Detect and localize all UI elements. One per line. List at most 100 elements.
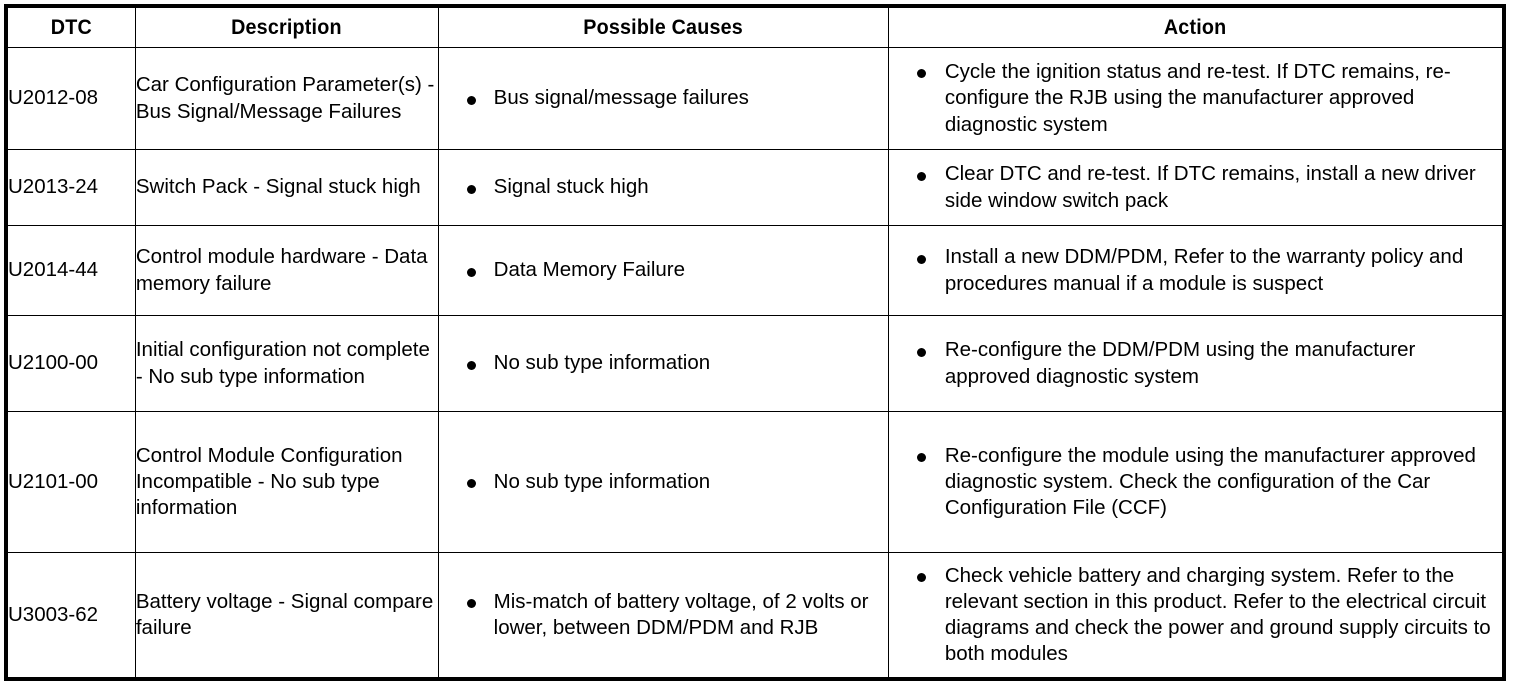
cell-dtc: U2101-00 [5, 411, 136, 553]
possible-causes-list: Data Memory Failure [439, 257, 888, 283]
action-list: Re-configure the DDM/PDM using the manuf… [889, 337, 1502, 389]
cell-action: Install a new DDM/PDM, Refer to the warr… [887, 225, 1505, 316]
column-header-action-label: Action [1164, 16, 1227, 39]
cell-possible-causes: Signal stuck high [437, 149, 889, 226]
description-text: Car Configuration Parameter(s) - Bus Sig… [135, 73, 435, 123]
list-item: Install a new DDM/PDM, Refer to the warr… [889, 244, 1502, 296]
table-header-row: DTC Description Possible Causes Action [6, 5, 1504, 48]
dtc-code: U2100-00 [8, 351, 99, 375]
action-text: Cycle the ignition status and re-test. I… [944, 60, 1451, 136]
cell-dtc: U2100-00 [5, 315, 136, 412]
action-list: Re-configure the module using the manufa… [889, 443, 1502, 522]
bullet-dot-icon [466, 360, 476, 370]
column-header-dtc: DTC [9, 5, 132, 48]
bullet-dot-icon [916, 572, 926, 582]
list-item: Re-configure the DDM/PDM using the manuf… [889, 337, 1502, 389]
dtc-diagnostics-table: DTC Description Possible Causes Action U… [4, 4, 1506, 681]
cell-dtc: U2013-24 [5, 149, 136, 226]
bullet-dot-icon [916, 69, 926, 79]
table-row: U2100-00 Initial configuration not compl… [5, 315, 1505, 412]
cell-possible-causes: Mis-match of battery voltage, of 2 volts… [437, 552, 889, 680]
dtc-code: U2012-08 [8, 86, 99, 110]
action-text: Re-configure the DDM/PDM using the manuf… [944, 338, 1416, 388]
possible-causes-list: Mis-match of battery voltage, of 2 volts… [439, 589, 888, 641]
action-list: Check vehicle battery and charging syste… [889, 563, 1502, 668]
bullet-dot-icon [916, 171, 926, 181]
possible-cause-text: Signal stuck high [493, 175, 649, 199]
cell-possible-causes: No sub type information [437, 411, 889, 553]
cell-action: Check vehicle battery and charging syste… [887, 552, 1505, 680]
cell-possible-causes: Data Memory Failure [437, 225, 889, 316]
bullet-dot-icon [466, 479, 476, 489]
action-list: Cycle the ignition status and re-test. I… [889, 59, 1502, 138]
bullet-dot-icon [916, 347, 926, 357]
table-row: U2014-44 Control module hardware - Data … [5, 225, 1505, 316]
cell-dtc: U2012-08 [5, 47, 136, 150]
action-list: Clear DTC and re-test. If DTC remains, i… [889, 161, 1502, 213]
cell-description: Control module hardware - Data memory fa… [134, 225, 439, 316]
bullet-dot-icon [466, 599, 476, 609]
cell-possible-causes: Bus signal/message failures [437, 47, 889, 150]
action-text: Check vehicle battery and charging syste… [944, 563, 1491, 666]
dtc-code: U2014-44 [8, 258, 99, 282]
table-row: U2012-08 Car Configuration Parameter(s) … [5, 47, 1505, 150]
description-text: Initial configuration not complete - No … [135, 338, 430, 388]
table-row: U3003-62 Battery voltage - Signal compar… [5, 552, 1505, 680]
list-item: Clear DTC and re-test. If DTC remains, i… [889, 161, 1502, 213]
description-text: Switch Pack - Signal stuck high [135, 175, 421, 199]
column-header-dtc-label: DTC [50, 16, 92, 39]
column-header-action: Action [906, 5, 1486, 48]
cell-description: Control Module Configuration Incompatibl… [134, 411, 439, 553]
dtc-code: U2013-24 [8, 175, 99, 199]
list-item: No sub type information [439, 469, 888, 495]
cell-action: Re-configure the DDM/PDM using the manuf… [887, 315, 1505, 412]
table-header: DTC Description Possible Causes Action [6, 5, 1504, 48]
possible-cause-text: Mis-match of battery voltage, of 2 volts… [493, 589, 869, 639]
possible-cause-text: No sub type information [493, 351, 711, 375]
cell-description: Initial configuration not complete - No … [134, 315, 439, 412]
dtc-code: U2101-00 [8, 469, 99, 493]
cell-dtc: U3003-62 [5, 552, 136, 680]
bullet-dot-icon [916, 254, 926, 264]
description-text: Battery voltage - Signal compare failure [135, 589, 434, 639]
cell-action: Cycle the ignition status and re-test. I… [887, 47, 1505, 150]
action-text: Re-configure the module using the manufa… [944, 443, 1476, 520]
list-item: Re-configure the module using the manufa… [889, 443, 1502, 522]
action-text: Clear DTC and re-test. If DTC remains, i… [944, 162, 1476, 212]
possible-cause-text: No sub type information [493, 469, 711, 493]
bullet-dot-icon [466, 184, 476, 194]
possible-causes-list: No sub type information [439, 350, 888, 376]
action-text: Install a new DDM/PDM, Refer to the warr… [944, 245, 1464, 295]
cell-action: Re-configure the module using the manufa… [887, 411, 1505, 553]
list-item: Signal stuck high [439, 174, 888, 200]
possible-causes-list: Bus signal/message failures [439, 85, 888, 111]
action-list: Install a new DDM/PDM, Refer to the warr… [889, 244, 1502, 296]
description-text: Control module hardware - Data memory fa… [135, 245, 428, 295]
cell-action: Clear DTC and re-test. If DTC remains, i… [887, 149, 1505, 226]
list-item: Data Memory Failure [439, 257, 888, 283]
cell-description: Battery voltage - Signal compare failure [134, 552, 439, 680]
column-header-description-label: Description [231, 16, 343, 39]
list-item: Bus signal/message failures [439, 85, 888, 111]
table-body: U2012-08 Car Configuration Parameter(s) … [5, 47, 1505, 680]
bullet-dot-icon [466, 95, 476, 105]
possible-cause-text: Bus signal/message failures [493, 86, 749, 110]
cell-description: Car Configuration Parameter(s) - Bus Sig… [134, 47, 439, 150]
cell-description: Switch Pack - Signal stuck high [134, 149, 439, 226]
list-item: Cycle the ignition status and re-test. I… [889, 59, 1502, 138]
possible-causes-list: No sub type information [439, 469, 888, 495]
bullet-dot-icon [466, 267, 476, 277]
bullet-dot-icon [916, 452, 926, 462]
list-item: Mis-match of battery voltage, of 2 volts… [439, 589, 888, 641]
list-item: Check vehicle battery and charging syste… [889, 563, 1502, 668]
possible-cause-text: Data Memory Failure [493, 258, 686, 282]
dtc-code: U3003-62 [8, 602, 99, 626]
column-header-possible-causes: Possible Causes [451, 5, 876, 48]
possible-causes-list: Signal stuck high [439, 174, 888, 200]
table-row: U2101-00 Control Module Configuration In… [5, 411, 1505, 553]
list-item: No sub type information [439, 350, 888, 376]
cell-dtc: U2014-44 [5, 225, 136, 316]
column-header-description: Description [143, 5, 430, 48]
description-text: Control Module Configuration Incompatibl… [135, 443, 403, 520]
